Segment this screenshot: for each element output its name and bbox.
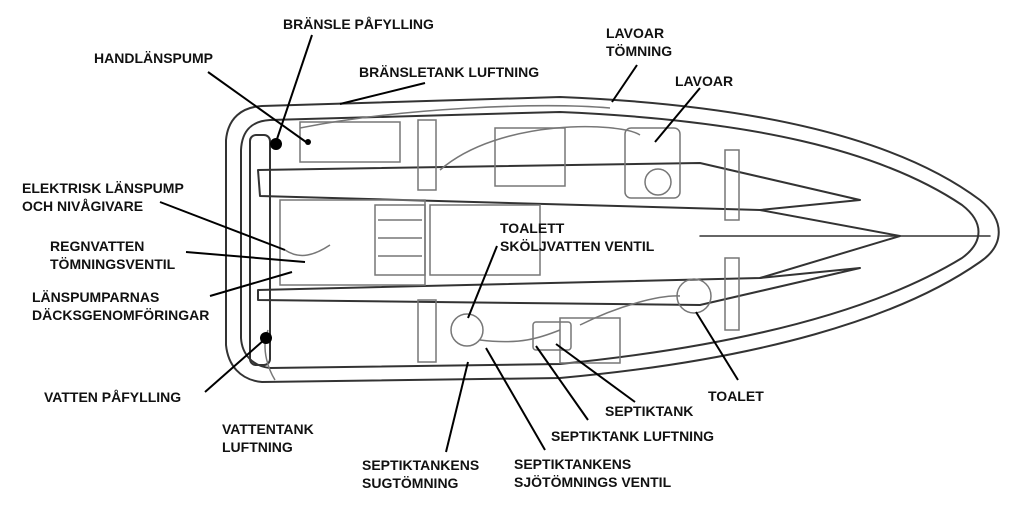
- ptr-sugtomning: [445, 361, 469, 453]
- label-vattentank-line2: LUFTNING: [222, 439, 293, 455]
- label-elektrisk-line1: ELEKTRISK LÄNSPUMP: [22, 180, 184, 196]
- label-sugtomning-line1: SEPTIKTANKENS: [362, 457, 480, 473]
- cabin-box: [494, 127, 566, 187]
- ptr-elektrisk: [159, 201, 286, 251]
- label-lavoar-tomning-line2: TÖMNING: [606, 43, 673, 59]
- label-lanspumparnas-line2: DÄCKSGENOMFÖRINGAR: [32, 307, 210, 323]
- label-vatten-pafylling: VATTEN PÅFYLLING: [44, 389, 182, 405]
- hull-outline: [225, 96, 1000, 383]
- lavoar-basin: [644, 168, 672, 196]
- cockpit-frame: [279, 199, 426, 286]
- label-vattentank-line1: VATTENTANK: [222, 421, 314, 437]
- ptr-toalet: [695, 311, 739, 381]
- label-handlanspump: HANDLÄNSPUMP: [94, 50, 213, 66]
- label-toalett-line2: SKÖLJVATTEN VENTIL: [500, 238, 655, 254]
- ptr-sjotomning: [485, 347, 546, 451]
- lavoar-unit: [624, 127, 681, 199]
- transom: [249, 134, 271, 366]
- label-bransletank-luftning: BRÄNSLETANK LUFTNING: [359, 64, 540, 80]
- label-toalet: TOALET: [708, 388, 764, 404]
- lavoar-drain-hose: [439, 125, 641, 171]
- ptr-regnvatten: [185, 251, 306, 263]
- ptr-lavoar: [654, 87, 701, 143]
- label-sjotomning-line2: SJÖTÖMNINGS VENTIL: [514, 474, 672, 490]
- toilet-unit: [676, 278, 712, 314]
- handpump-fitting: [305, 139, 311, 145]
- ptr-toalett: [467, 245, 498, 319]
- ptr-septiktank: [555, 343, 636, 403]
- septic-tank: [532, 321, 572, 351]
- label-bransle-pafylling: BRÄNSLE PÅFYLLING: [283, 16, 434, 32]
- label-lanspumparnas-line1: LÄNSPUMPARNAS: [32, 289, 160, 305]
- label-lavoar: LAVOAR: [675, 73, 734, 89]
- bilge-hose: [284, 244, 331, 257]
- deck-line: [240, 111, 980, 369]
- galley-box: [559, 317, 621, 364]
- ptr-septiktank-luftning: [535, 345, 589, 421]
- label-regnvatten-line1: REGNVATTEN: [50, 238, 145, 254]
- label-septiktank-luftning: SEPTIKTANK LUFTNING: [551, 428, 715, 444]
- label-sugtomning-line2: SUGTÖMNING: [362, 475, 459, 491]
- fuel-vent-hose: [299, 105, 611, 129]
- engine-box: [374, 204, 426, 276]
- septic-hose: [479, 329, 561, 343]
- ptr-lanspumparnas: [209, 271, 293, 297]
- ptr-vatten-pafylling: [204, 339, 265, 393]
- label-septiktank: SEPTIKTANK: [605, 403, 694, 419]
- ptr-bransletank-luftning: [339, 82, 426, 105]
- label-toalett-line1: TOALETT: [500, 220, 565, 236]
- label-regnvatten-line2: TÖMNINGSVENTIL: [50, 256, 176, 272]
- bransle-fitting: [270, 138, 282, 150]
- bow-v: [759, 209, 901, 279]
- label-lavoar-tomning-line1: LAVOAR: [606, 25, 665, 41]
- ptr-handlanspump: [207, 71, 307, 143]
- rail-top: [257, 162, 861, 211]
- fuel-tank: [299, 121, 401, 163]
- label-elektrisk-line2: OCH NIVÅGIVARE: [22, 198, 144, 214]
- toilet-hose: [579, 295, 681, 326]
- ptr-lavoar-tomning: [611, 64, 638, 103]
- rail-bottom: [257, 267, 861, 306]
- label-sjotomning-line1: SEPTIKTANKENS: [514, 456, 632, 472]
- flush-valve: [450, 313, 484, 347]
